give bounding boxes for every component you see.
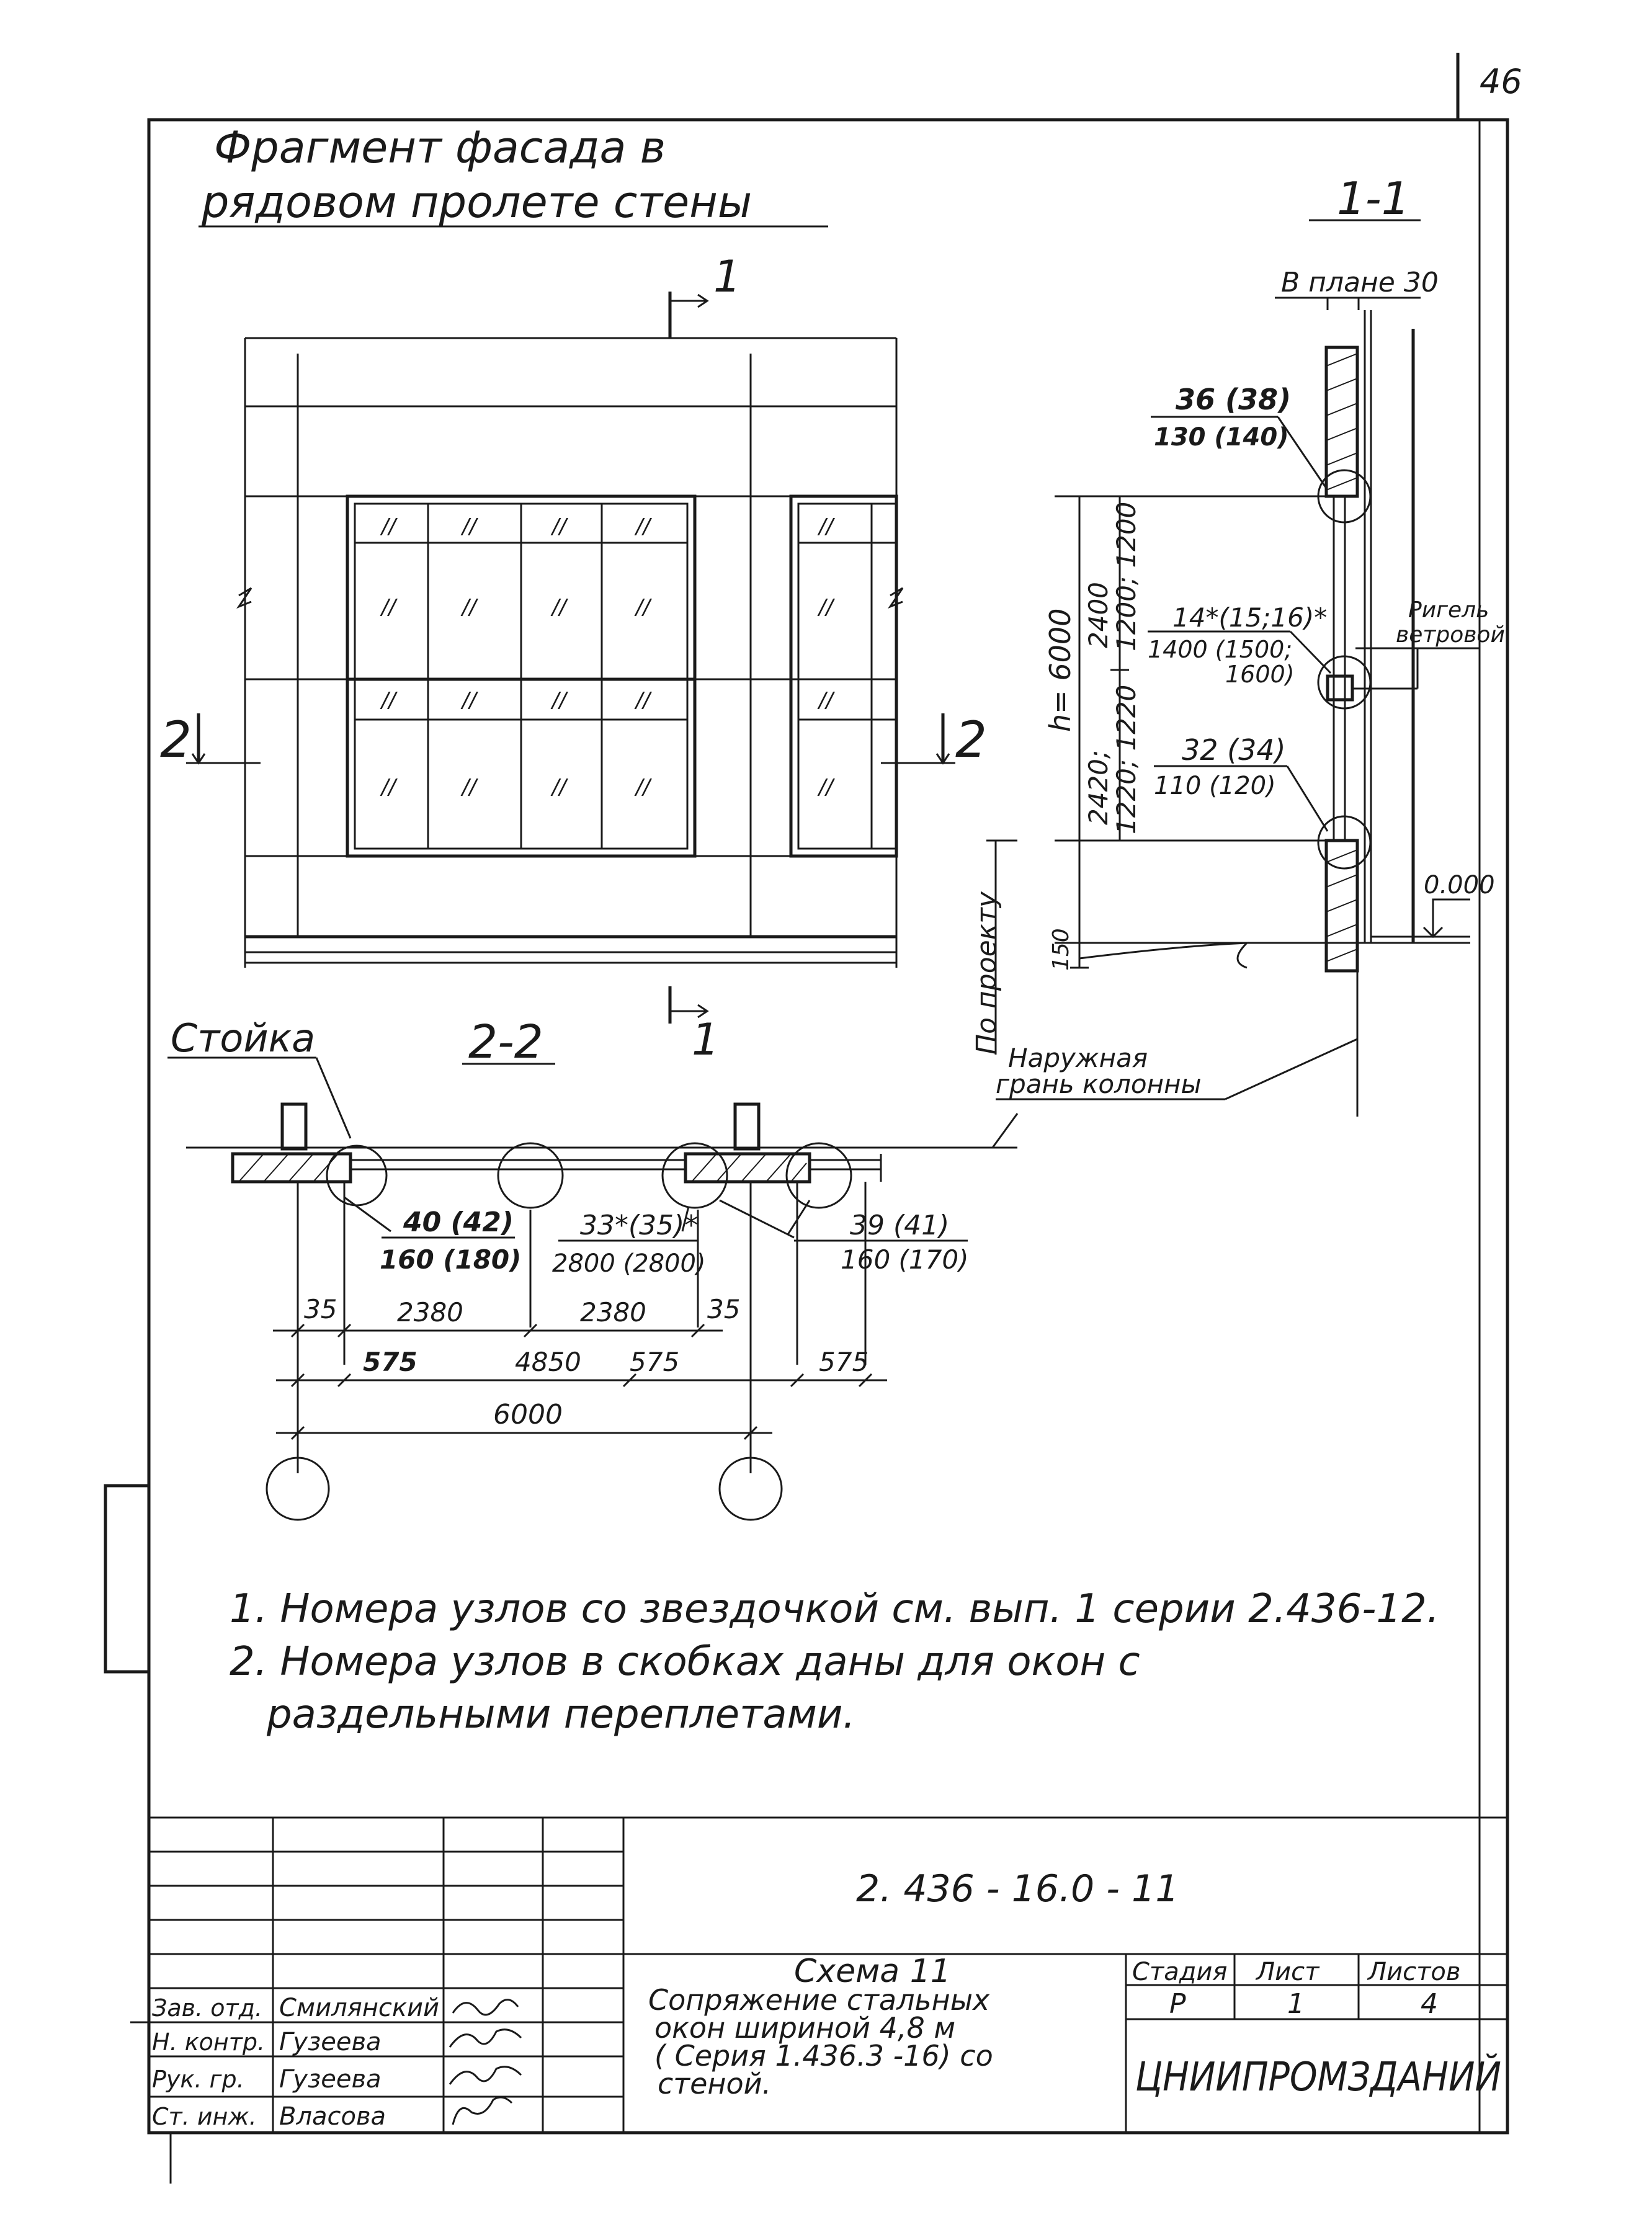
sash-mark: // [460, 688, 478, 713]
sash-mark: // [380, 595, 398, 620]
description-line2: окон шириной 4,8 м [654, 2011, 955, 2045]
node-14-label: 14*(15;16)* [1172, 602, 1327, 633]
dim-575-a: 575 [363, 1347, 417, 1377]
sash-mark: // [634, 595, 652, 620]
dim-2380-left: 2380 [397, 1297, 463, 1327]
dim-35-right: 35 [707, 1294, 740, 1324]
node-39-label: 39 (41) [850, 1210, 949, 1241]
dim-1220-1220: 1220; 1220 [1111, 685, 1141, 834]
node-14-dim1: 1400 (1500; [1148, 636, 1292, 663]
dim-4850: 4850 [515, 1347, 581, 1377]
dim-2420: 2420; [1083, 750, 1114, 825]
document-code: 2. 436 - 16.0 - 11 [856, 1867, 1179, 1911]
section-1-1-title: 1-1 [1337, 172, 1410, 225]
sash-mark: // [460, 595, 478, 620]
note-3: раздельными переплетами. [266, 1692, 855, 1738]
note-1: 1. Номера узлов со звездочкой см. вып. 1… [230, 1586, 1439, 1632]
facade-elevation [236, 337, 904, 968]
node-36-dim: 130 (140) [1154, 423, 1288, 452]
dim-h-6000: h= 6000 [1043, 609, 1077, 732]
column-face-label-1: Наружная [1008, 1043, 1148, 1073]
sheet-frame [104, 53, 1509, 2184]
name-vlasova: Власова [279, 2102, 386, 2131]
sheets-header: Листов [1367, 1958, 1460, 1986]
organization-name: ЦНИИПРОМЗДАНИЙ [1135, 2053, 1501, 2100]
sash-mark: // [634, 514, 652, 539]
sash-mark: // [634, 688, 652, 713]
role-zav-otd: Зав. отд. [152, 1994, 262, 2022]
section-1-1-wall [986, 298, 1480, 1117]
node-32-label: 32 (34) [1182, 733, 1286, 767]
sash-mark: // [380, 688, 398, 713]
scheme-title: Схема 11 [794, 1953, 951, 1990]
node-32-dim: 110 (120) [1154, 772, 1276, 800]
sheet-header: Лист [1255, 1958, 1320, 1986]
section-2-2-plan [186, 1102, 1019, 1521]
sash-mark: // [460, 514, 478, 539]
node-33-dim: 2800 (2800) [552, 1249, 706, 1278]
stage-header: Стадия [1132, 1958, 1227, 1986]
cut-1-top-label: 1 [713, 251, 741, 302]
sash-mark: // [817, 775, 835, 800]
sash-mark: // [817, 595, 835, 620]
dim-2380-right: 2380 [580, 1297, 646, 1327]
section-2-2-title: 2-2 [468, 1015, 543, 1069]
column-face-label-2: грань колонны [996, 1069, 1202, 1099]
node-33-label: 33*(35)* [580, 1210, 698, 1241]
node-40-dim: 160 (180) [380, 1244, 521, 1275]
rigel-label-1: Ригель [1408, 597, 1489, 623]
sash-mark: // [380, 775, 398, 800]
dim-575-b: 575 [630, 1347, 679, 1377]
note-2: 2. Номера узлов в скобках даны для окон … [230, 1639, 1140, 1685]
rigel-label-2: ветровой [1396, 622, 1505, 648]
sash-mark: // [550, 595, 568, 620]
section-cut-markers [186, 292, 955, 1024]
facade-sash-marks: // // // // // // // // // // // // // /… [380, 514, 835, 800]
sash-mark: // [380, 514, 398, 539]
section-1-1-plan-label: В плане 30 [1281, 267, 1439, 298]
node-36-label: 36 (38) [1176, 383, 1291, 416]
dim-6000: 6000 [493, 1399, 563, 1430]
facade-title-line1: Фрагмент фасада в [214, 122, 666, 173]
cut-2-right-label: 2 [955, 711, 987, 769]
sash-mark: // [460, 775, 478, 800]
dim-2400: 2400 [1083, 582, 1114, 648]
role-ruk-gr: Рук. гр. [152, 2066, 244, 2093]
sheet-number: 46 [1480, 62, 1522, 101]
name-smilyansky: Смилянский [279, 1994, 439, 2022]
sash-mark: // [550, 688, 568, 713]
by-project-label: По проекту [971, 891, 1002, 1055]
sheet-value: 1 [1287, 1988, 1305, 2020]
level-mark: 0.000 [1424, 871, 1495, 899]
dim-150: 150 [1048, 928, 1074, 971]
sash-mark: // [550, 514, 568, 539]
dim-35-left: 35 [304, 1294, 337, 1324]
sash-mark: // [817, 688, 835, 713]
dim-575-c: 575 [819, 1347, 868, 1377]
role-st-inzh: Ст. инж. [152, 2103, 257, 2130]
sash-mark: // [817, 514, 835, 539]
post-label: Стойка [171, 1015, 315, 1061]
title-block-grid [130, 1818, 1507, 2133]
cut-2-left-label: 2 [160, 711, 192, 769]
cut-1-bottom-label: 1 [692, 1014, 720, 1065]
node-40-label: 40 (42) [403, 1207, 514, 1238]
role-n-kontr: Н. контр. [152, 2028, 265, 2056]
node-39-dim: 160 (170) [841, 1244, 968, 1275]
name-guzeeva-1: Гузеева [279, 2028, 382, 2056]
name-guzeeva-2: Гузеева [279, 2065, 382, 2094]
sash-mark: // [634, 775, 652, 800]
dim-1200-1200: 1200; 1200 [1111, 502, 1141, 651]
node-14-dim2: 1600) [1225, 661, 1295, 688]
description-line4: стеной. [658, 2067, 771, 2100]
facade-title-line2: рядовом пролете стены [201, 177, 752, 228]
sash-mark: // [550, 775, 568, 800]
signatures [449, 1999, 522, 2125]
stage-value: Р [1169, 1988, 1186, 2020]
sheets-value: 4 [1421, 1988, 1438, 2020]
description-line1: Сопряжение стальных [648, 1983, 990, 2017]
description-line3: ( Серия 1.436.3 -16) со [654, 2039, 993, 2073]
